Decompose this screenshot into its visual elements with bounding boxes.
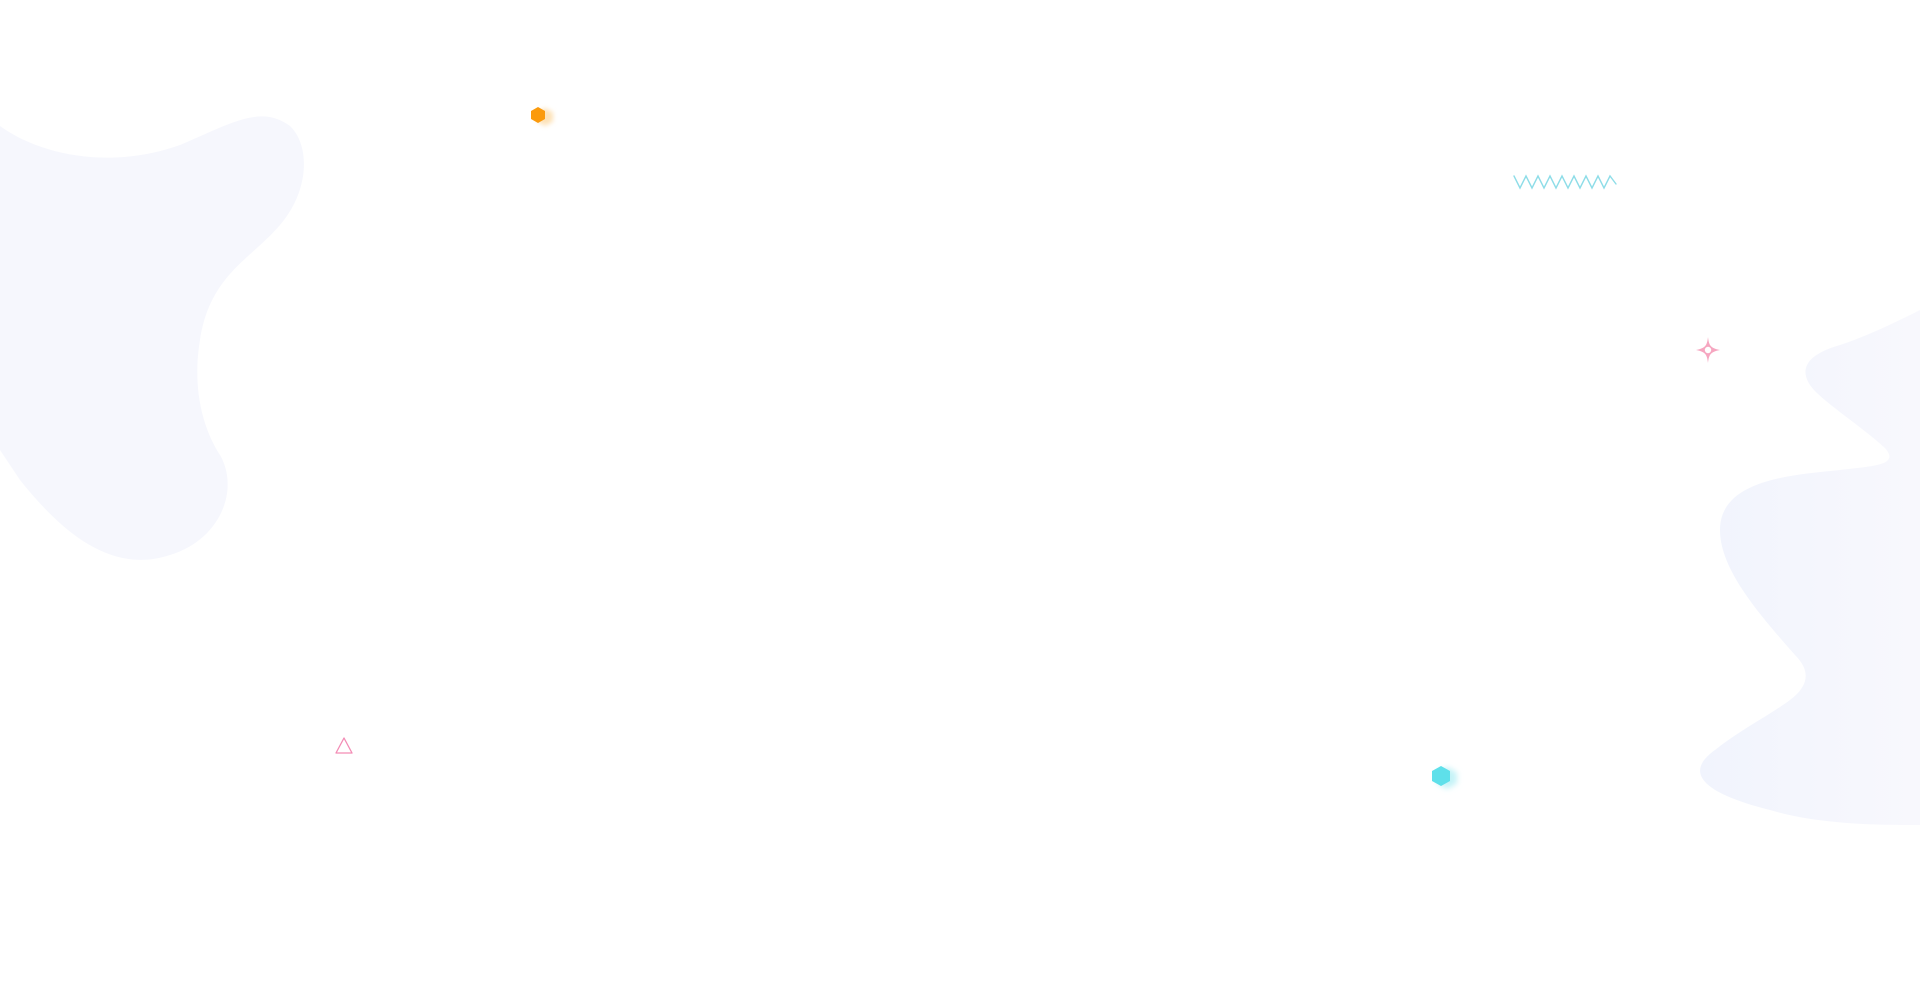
blob-right-path (1700, 310, 1920, 825)
hexagon-icon (1432, 766, 1457, 789)
blob-shape-left (0, 116, 304, 560)
triangle-outline-icon (335, 737, 353, 754)
zigzag-line-icon (1513, 174, 1617, 190)
blob-left-path (0, 116, 304, 560)
zigzag-line-path (1513, 174, 1617, 190)
sparkle-icon (1696, 337, 1720, 363)
blob-shape-right (1700, 310, 1920, 825)
sparkle-icon-center (1704, 346, 1712, 354)
hexagon-icon-shape (1432, 766, 1450, 786)
hexagon-icon (531, 107, 553, 126)
triangle-outline-shape (335, 737, 353, 754)
hexagon-icon-shape (531, 107, 545, 123)
